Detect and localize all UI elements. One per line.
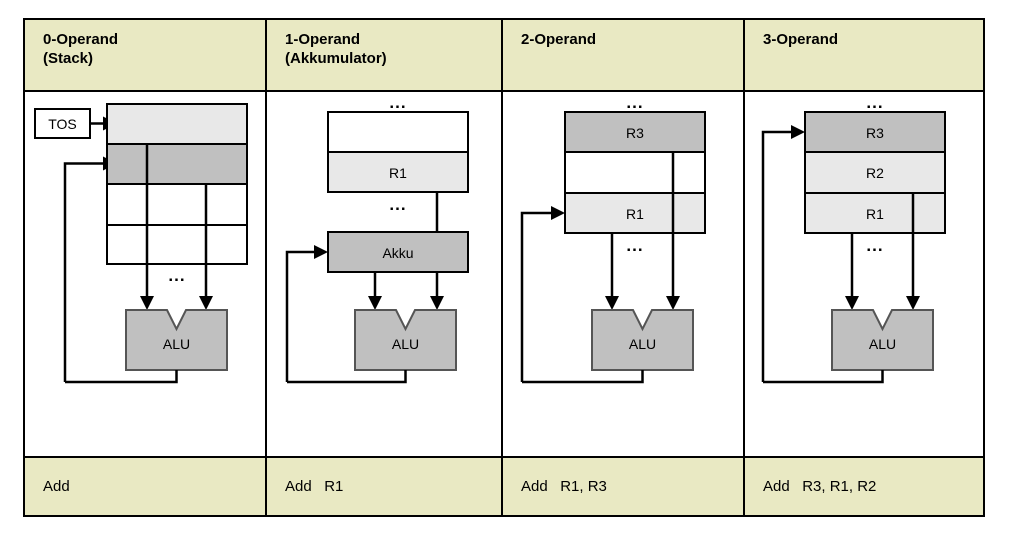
stack-cell-0 bbox=[106, 103, 248, 145]
column-two-operand: 2-Operand ... R3 R1 ... bbox=[503, 20, 745, 515]
register-cell-r1-label-two: R1 bbox=[626, 206, 644, 222]
alu-label-one-operand: ALU bbox=[392, 336, 419, 352]
instruction-one-operand: Add R1 bbox=[267, 458, 501, 515]
stack-operand-arrow-left-icon bbox=[140, 296, 154, 310]
feedback-path-two-operand bbox=[520, 211, 551, 382]
three-operand-diagram-svg: ... R3 R2 R1 ... ALU bbox=[761, 93, 946, 384]
register-file-ellipsis-top-two: ... bbox=[626, 93, 643, 112]
operand-arrow-left-one-operand-icon bbox=[368, 296, 382, 310]
register-cell-r3-label-two: R3 bbox=[626, 125, 644, 141]
register-cell-r3-three bbox=[804, 111, 946, 153]
stack-cell-2 bbox=[106, 183, 248, 226]
column-header-two-operand: 2-Operand bbox=[503, 20, 743, 92]
register-file-ellipsis-bottom-three: ... bbox=[866, 236, 883, 255]
alu-label-zero-operand: ALU bbox=[163, 336, 190, 352]
register-file-ellipsis-top-three: ... bbox=[866, 93, 883, 112]
operand-models-table: 0-Operand (Stack) TOS bbox=[23, 18, 985, 517]
diagram-two-operand: ... R3 R1 ... ALU bbox=[503, 92, 743, 458]
register-file-ellipsis-bottom: ... bbox=[389, 195, 406, 214]
register-cell-r1 bbox=[327, 151, 469, 193]
alu-result-path-zero-operand bbox=[65, 370, 178, 384]
column-header-one-operand: 1-Operand (Akkumulator) bbox=[267, 20, 501, 92]
register-cell-r2-label-three: R2 bbox=[866, 165, 884, 181]
column-one-operand: 1-Operand (Akkumulator) ... R1 ... Akku bbox=[267, 20, 503, 515]
stack-cell-1 bbox=[106, 143, 248, 185]
tos-label-box bbox=[34, 108, 91, 139]
accumulator-label: Akku bbox=[382, 245, 413, 261]
register-file-ellipsis-top: ... bbox=[389, 93, 406, 112]
operand-arrow-right-two-operand-icon bbox=[666, 296, 680, 310]
alu-shape-two-operand bbox=[591, 309, 694, 371]
accumulator-box bbox=[327, 231, 469, 273]
instruction-zero-operand: Add bbox=[25, 458, 265, 515]
accumulator-feedback-path bbox=[285, 250, 314, 382]
operand-arrow-right-three-operand-icon bbox=[906, 296, 920, 310]
column-zero-operand: 0-Operand (Stack) TOS bbox=[25, 20, 267, 515]
stack-ellipsis: ... bbox=[168, 266, 185, 285]
alu-shape-one-operand bbox=[354, 309, 457, 371]
instruction-two-operand: Add R1, R3 bbox=[503, 458, 743, 515]
alu-result-path-two-operand bbox=[522, 370, 644, 384]
register-cell-r2-three bbox=[804, 151, 946, 194]
column-three-operand: 3-Operand ... R3 R2 R1 ... bbox=[745, 20, 983, 515]
operand-arrow-left-three-operand-icon bbox=[845, 296, 859, 310]
feedback-arrow-head-two-operand-icon bbox=[551, 206, 565, 220]
column-header-three-operand: 3-Operand bbox=[745, 20, 983, 92]
alu-result-path-three-operand bbox=[763, 370, 884, 384]
diagram-three-operand: ... R3 R2 R1 ... ALU bbox=[745, 92, 983, 458]
accumulator-feedback-arrow-head-icon bbox=[314, 245, 328, 259]
stack-diagram-svg: TOS ... ALU bbox=[34, 103, 248, 384]
alu-label-two-operand: ALU bbox=[629, 336, 656, 352]
register-cell-0 bbox=[327, 111, 469, 153]
stack-feedback-path bbox=[63, 162, 103, 382]
feedback-path-three-operand bbox=[761, 130, 791, 382]
register-cell-r1-label: R1 bbox=[389, 165, 407, 181]
alu-shape-three-operand bbox=[831, 309, 934, 371]
alu-label-three-operand: ALU bbox=[869, 336, 896, 352]
diagram-zero-operand: TOS ... ALU bbox=[25, 92, 265, 458]
accumulator-diagram-svg: ... R1 ... Akku A bbox=[285, 93, 469, 384]
tos-label-text: TOS bbox=[48, 116, 77, 132]
register-cell-r1-three bbox=[804, 192, 946, 234]
feedback-arrow-head-three-operand-icon bbox=[791, 125, 805, 139]
instruction-three-operand: Add R3, R1, R2 bbox=[745, 458, 983, 515]
diagram-one-operand: ... R1 ... Akku A bbox=[267, 92, 501, 458]
two-operand-diagram-svg: ... R3 R1 ... ALU bbox=[520, 93, 706, 384]
stack-cell-3 bbox=[106, 224, 248, 265]
alu-result-path-one-operand bbox=[287, 370, 407, 384]
column-header-zero-operand: 0-Operand (Stack) bbox=[25, 20, 265, 92]
register-file-ellipsis-bottom-two: ... bbox=[626, 236, 643, 255]
register-cell-r1-two bbox=[564, 192, 706, 234]
register-cell-blank-two bbox=[564, 151, 706, 194]
alu-shape-zero-operand bbox=[125, 309, 228, 371]
register-cell-r1-label-three: R1 bbox=[866, 206, 884, 222]
stack-operand-arrow-right-icon bbox=[199, 296, 213, 310]
operand-arrow-right-one-operand-icon bbox=[430, 296, 444, 310]
operand-arrow-left-two-operand-icon bbox=[605, 296, 619, 310]
register-cell-r3-label-three: R3 bbox=[866, 125, 884, 141]
